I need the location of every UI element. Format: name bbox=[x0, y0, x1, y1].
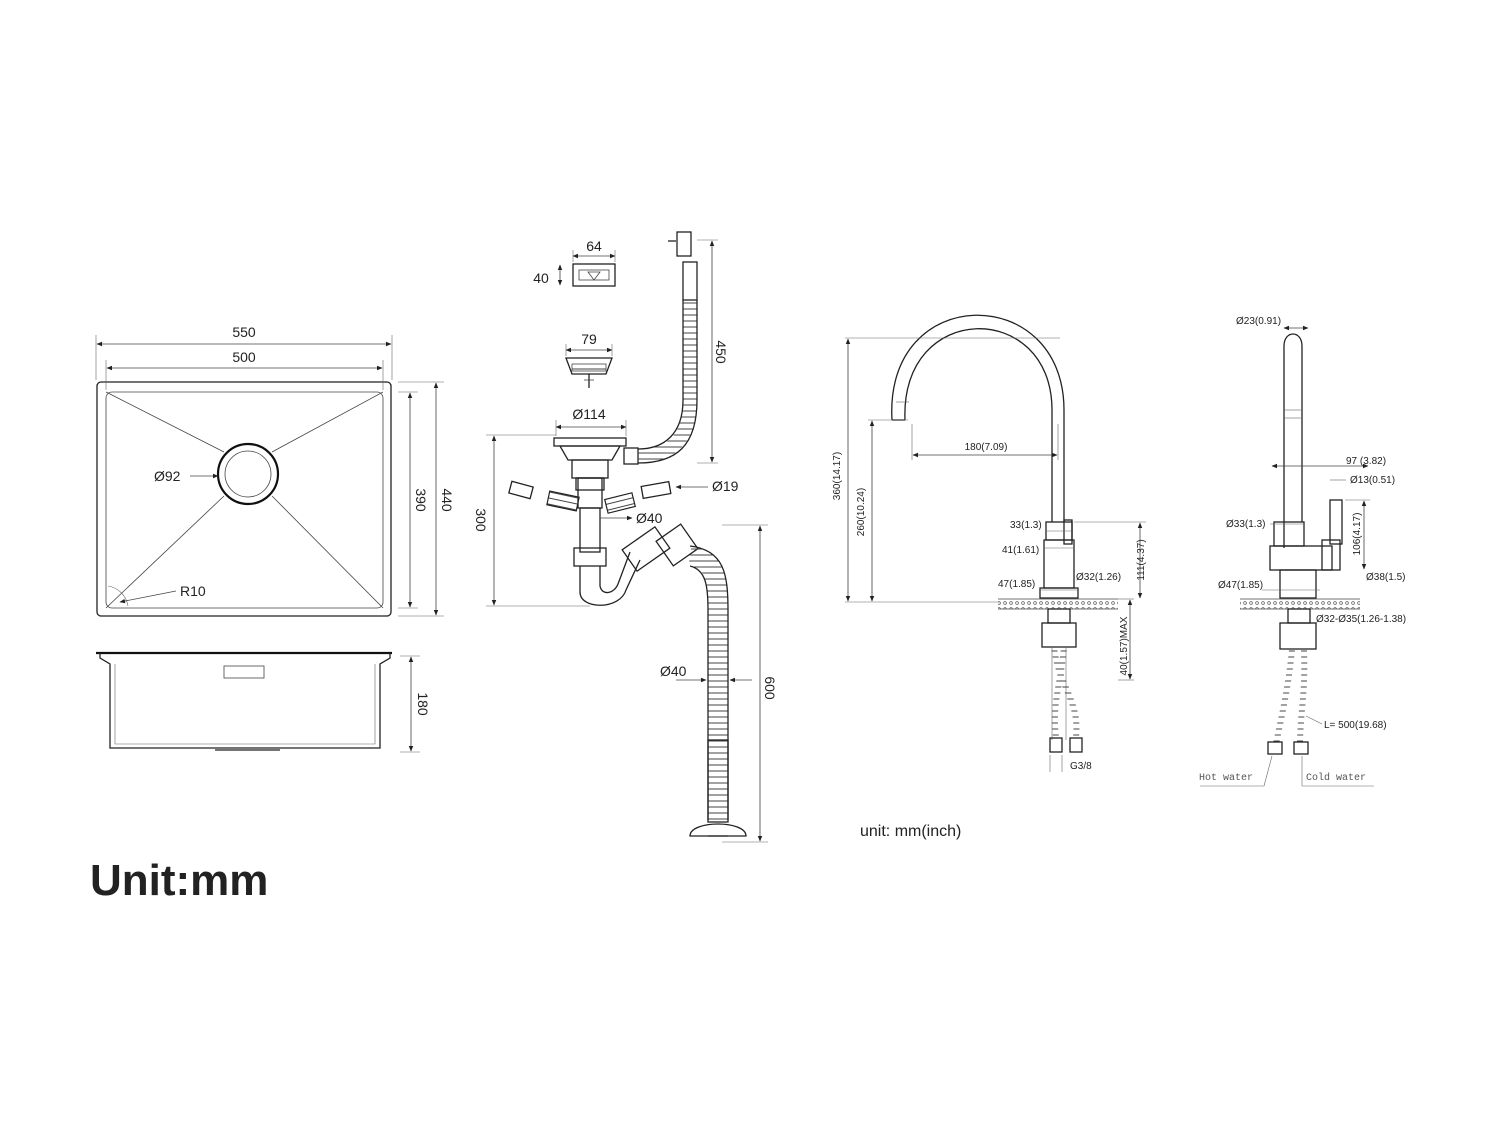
sink-inner-width-label: 500 bbox=[232, 349, 256, 365]
overflow-hose-length-label: 450 bbox=[713, 340, 729, 364]
overflow-width-label: 64 bbox=[586, 238, 602, 254]
side-hose-length-label: L= 500(19.68) bbox=[1324, 720, 1387, 731]
faucet-deck-thickness-label: 40(1.57)MAX bbox=[1119, 616, 1130, 675]
waste-pipe-length-label: 600 bbox=[762, 676, 778, 700]
side-handle-reach-label: 97 (3.82) bbox=[1346, 456, 1386, 467]
waste-pipe-diameter-label: Ø40 bbox=[660, 663, 687, 679]
faucet-spout-height-label: 260(10.24) bbox=[856, 488, 867, 536]
faucet-base-width-label: 47(1.85) bbox=[998, 579, 1035, 590]
sink-inner-depth-label: 390 bbox=[413, 488, 429, 512]
side-tip-diameter-label: Ø23(0.91) bbox=[1236, 316, 1281, 327]
side-handle-height-label: 106(4.17) bbox=[1352, 513, 1363, 556]
faucet-body-height-label: 111(4.37) bbox=[1136, 539, 1147, 580]
small-pipe-diameter-label: Ø19 bbox=[712, 478, 739, 494]
side-handle-base-diameter-label: Ø38(1.5) bbox=[1366, 572, 1405, 583]
side-lever-diameter-label: Ø13(0.51) bbox=[1350, 475, 1395, 486]
basket-diameter-label: 79 bbox=[581, 331, 597, 347]
faucet-handle-width-label: 33(1.3) bbox=[1010, 520, 1042, 531]
flange-diameter-label: Ø114 bbox=[572, 406, 605, 422]
faucet-body-width-label: 41(1.61) bbox=[1002, 545, 1039, 556]
sink-outer-width-label: 550 bbox=[232, 324, 256, 340]
faucet-thread-label: G3/8 bbox=[1070, 761, 1092, 772]
overflow-height-label: 40 bbox=[533, 270, 549, 286]
trap-height-label: 300 bbox=[473, 508, 489, 532]
side-hole-range-label: Ø32-Ø35(1.26-1.38) bbox=[1316, 614, 1406, 625]
side-collar-diameter-label: Ø33(1.3) bbox=[1226, 519, 1265, 530]
sink-side-view: 180 bbox=[96, 651, 431, 753]
drain-kit: 64 40 79 Ø114 450 bbox=[473, 231, 778, 843]
faucet-spout-reach-label: 180(7.09) bbox=[965, 442, 1008, 453]
side-base-diameter-label: Ø47(1.85) bbox=[1218, 580, 1263, 591]
unit-label: Unit:mm bbox=[90, 856, 268, 905]
cold-water-label: Cold water bbox=[1306, 772, 1366, 784]
sink-top-view: 550 500 Ø92 R10 390 440 bbox=[95, 324, 455, 617]
hot-water-label: Hot water bbox=[1199, 773, 1253, 784]
corner-radius-label: R10 bbox=[180, 583, 206, 599]
faucet-total-height-label: 360(14.17) bbox=[832, 452, 843, 500]
faucet-front-view: 360(14.17) 260(10.24) 180(7.09) 33(1.3) … bbox=[832, 314, 1147, 840]
faucet-unit-note: unit: mm(inch) bbox=[860, 823, 961, 840]
sink-outer-depth-label: 440 bbox=[439, 488, 455, 512]
faucet-side-view: Ø23(0.91) 97 (3.82) Ø13(0.51) 106(4.17) … bbox=[1199, 316, 1406, 787]
trap-pipe-diameter-label: Ø40 bbox=[636, 510, 663, 526]
faucet-shank-diameter-label: Ø32(1.26) bbox=[1076, 572, 1121, 583]
bowl-height-label: 180 bbox=[415, 692, 431, 716]
drain-diameter-label: Ø92 bbox=[154, 468, 181, 484]
